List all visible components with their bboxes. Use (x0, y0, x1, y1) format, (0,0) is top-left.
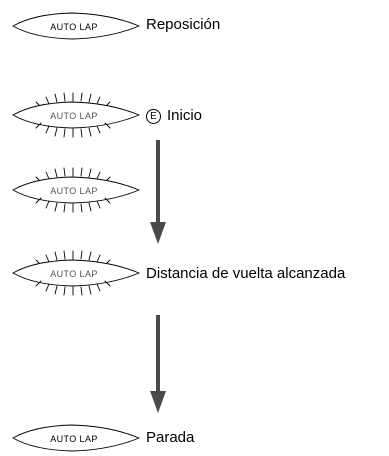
flash-rays-top (35, 92, 111, 108)
down-arrow-icon (150, 315, 166, 413)
auto-lap-button-flashing: AUTO LAP (12, 92, 141, 138)
step-label-stop: Parada (146, 429, 195, 446)
flash-rays-bottom (35, 197, 111, 213)
auto-lap-button-text: AUTO LAP (50, 186, 98, 196)
auto-lap-button-flashing: AUTO LAP (12, 167, 141, 213)
step-label-start-text: Inicio (167, 107, 203, 124)
step-label-reset: Reposición (146, 16, 221, 33)
step-label-start: E Inicio (146, 107, 202, 125)
auto-lap-button-text: AUTO LAP (50, 434, 98, 444)
auto-lap-button-flashing: AUTO LAP (12, 250, 141, 296)
step-label-lap-distance-reached: Distancia de vuelta alcanzada (146, 265, 346, 282)
down-arrow-icon (150, 140, 166, 244)
auto-lap-button: AUTO LAP (12, 424, 141, 452)
auto-lap-button-text: AUTO LAP (50, 22, 98, 32)
flash-rays-top (35, 250, 111, 266)
flash-rays-bottom (35, 122, 111, 138)
auto-lap-button-text: AUTO LAP (50, 269, 98, 279)
flash-rays-bottom (35, 280, 111, 296)
auto-lap-button: AUTO LAP (12, 12, 141, 40)
auto-lap-button-text: AUTO LAP (50, 111, 98, 121)
e-button-icon: E (146, 109, 161, 124)
